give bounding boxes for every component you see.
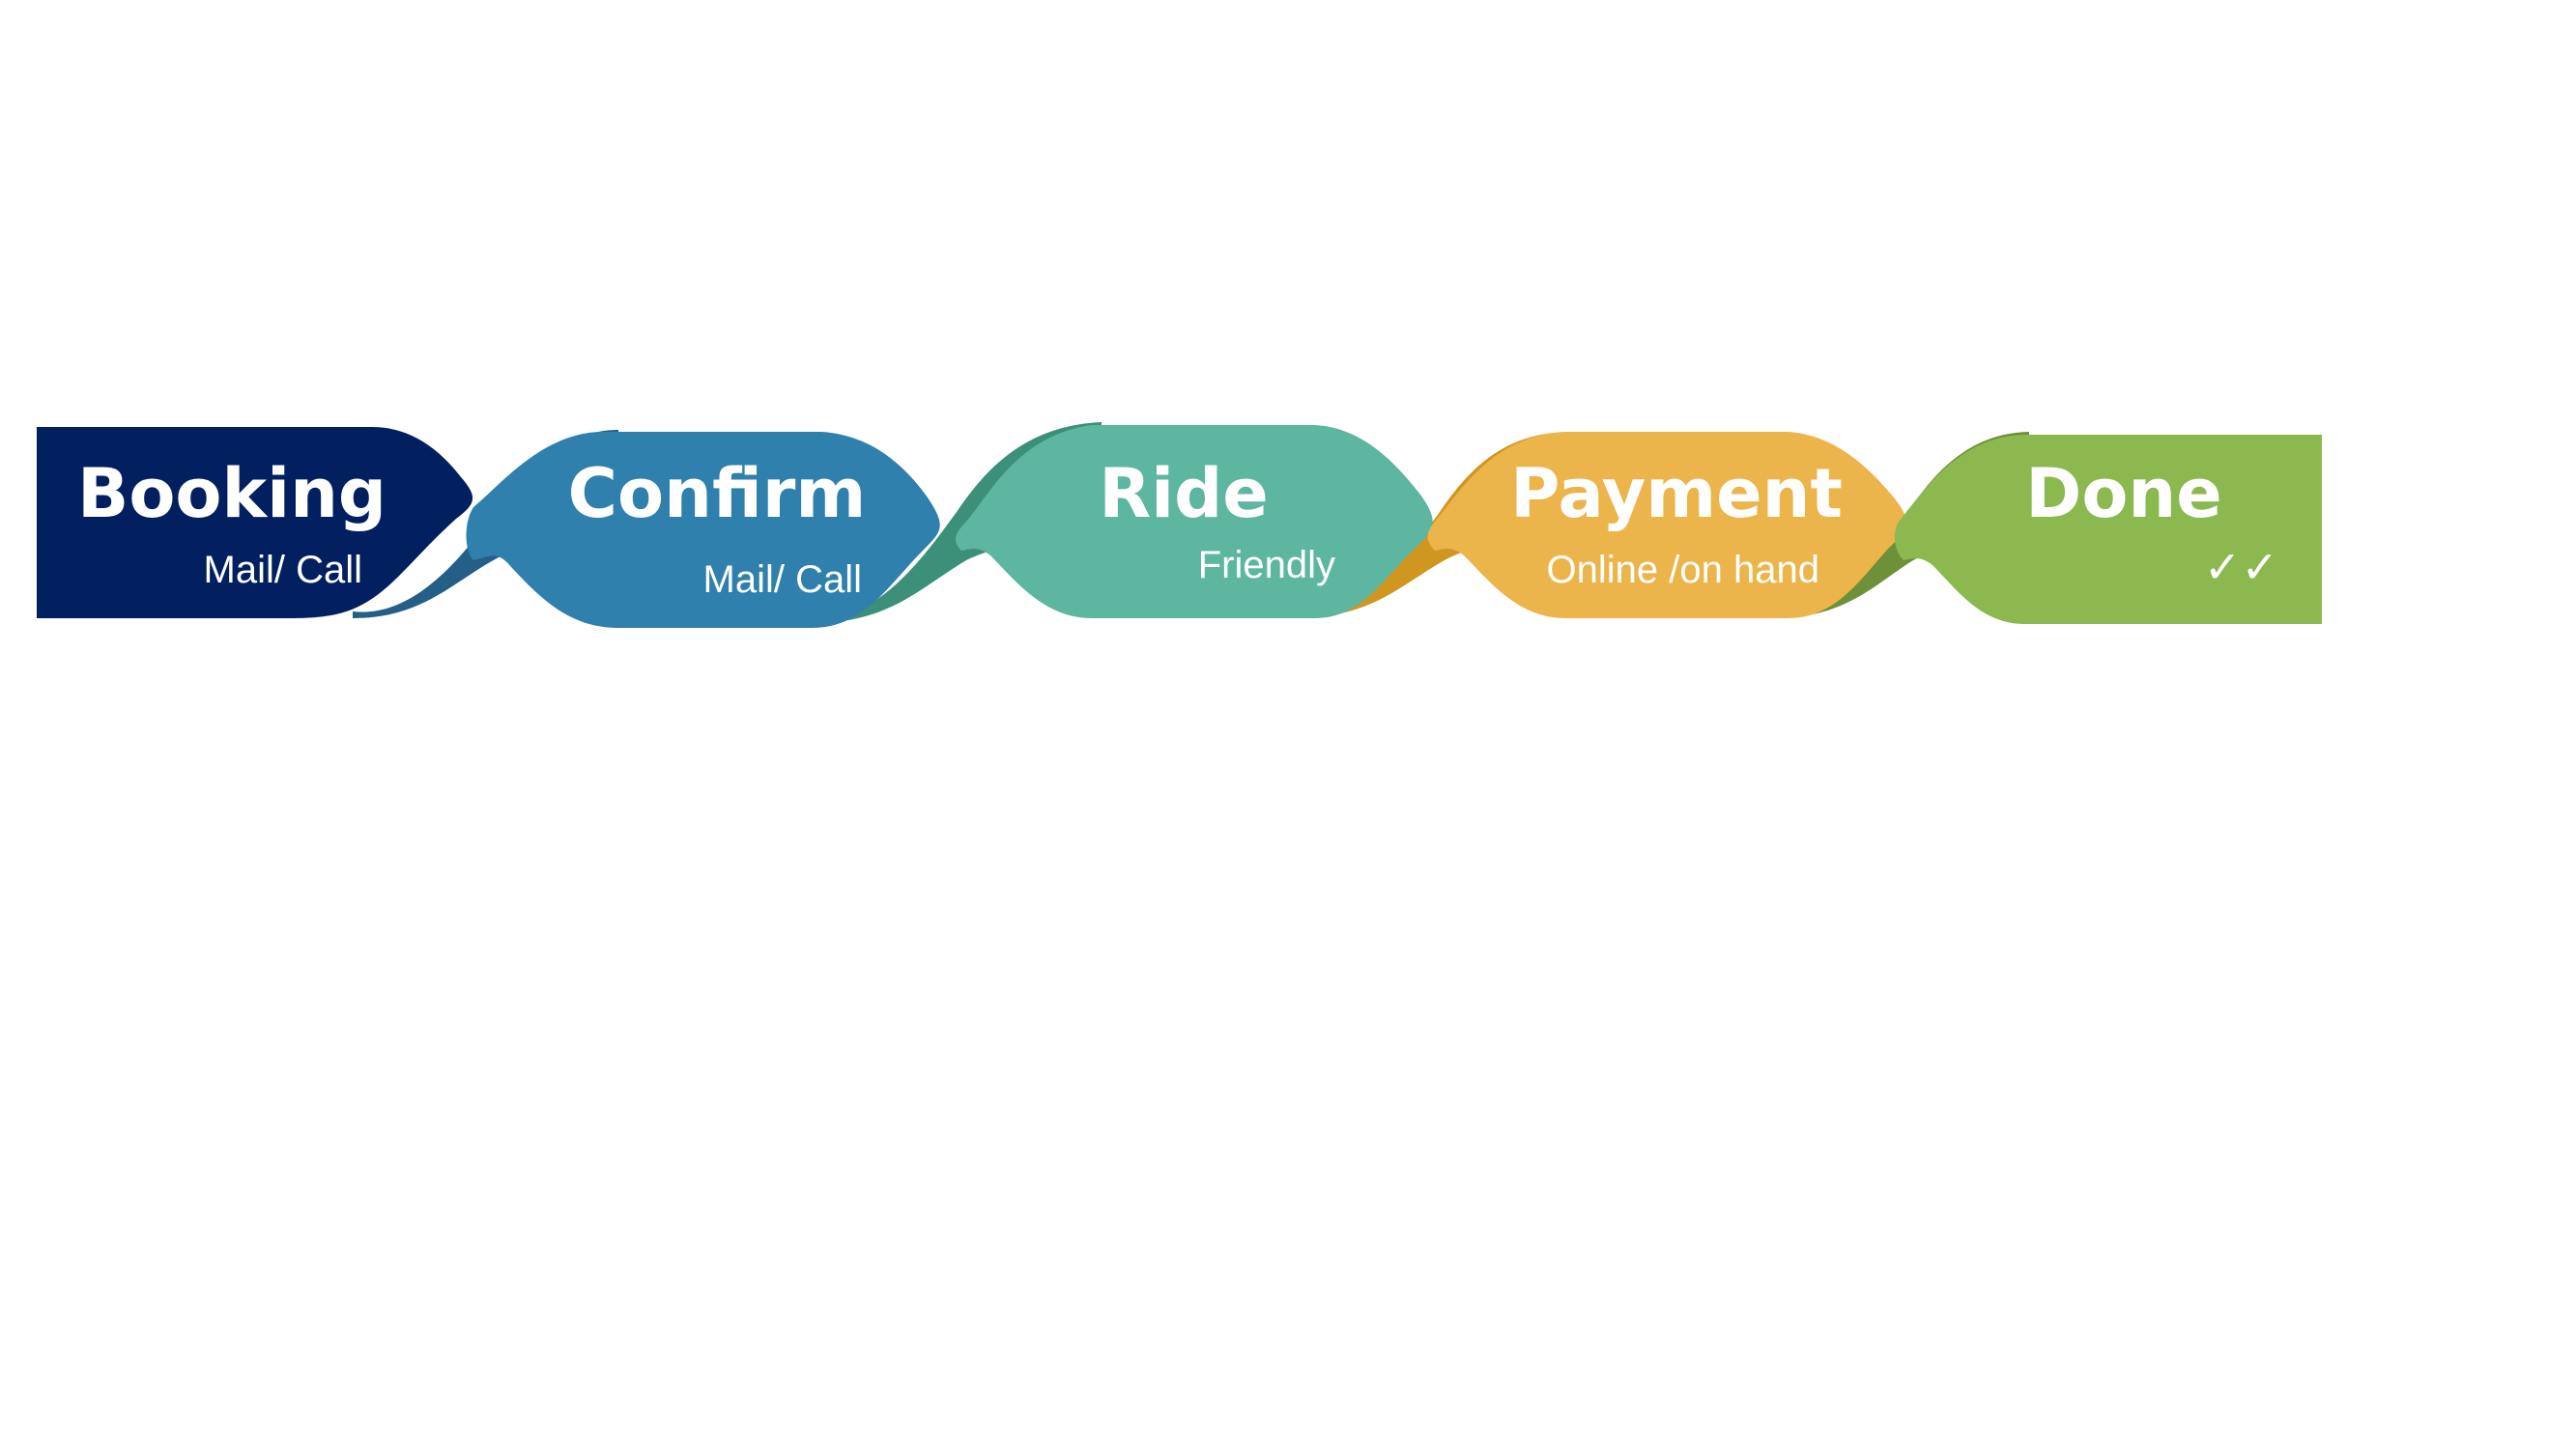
step-subtitle-done: ✓✓ <box>2204 542 2278 592</box>
step-panel-booking[interactable] <box>37 427 473 618</box>
step-subtitle-ride: Friendly <box>1198 544 1335 586</box>
step-title-done: Done <box>2025 454 2222 533</box>
step-title-ride: Ride <box>1099 454 1268 533</box>
step-title-payment: Payment <box>1510 454 1843 533</box>
step-panel-done[interactable] <box>1894 435 2322 624</box>
step-title-confirm: Confirm <box>568 454 867 533</box>
step-panel-payment[interactable] <box>1427 432 1906 618</box>
step-labels: Booking Mail/ Call Confirm Mail/ Call Ri… <box>77 454 2278 601</box>
step-panel-confirm[interactable] <box>466 432 940 628</box>
step-subtitle-booking: Mail/ Call <box>204 549 362 591</box>
step-panel-ride[interactable] <box>955 425 1433 618</box>
step-subtitle-payment: Online /on hand <box>1547 549 1819 591</box>
ribbon-panels <box>37 425 2322 628</box>
step-title-booking: Booking <box>77 454 386 533</box>
step-subtitle-confirm: Mail/ Call <box>703 558 862 601</box>
